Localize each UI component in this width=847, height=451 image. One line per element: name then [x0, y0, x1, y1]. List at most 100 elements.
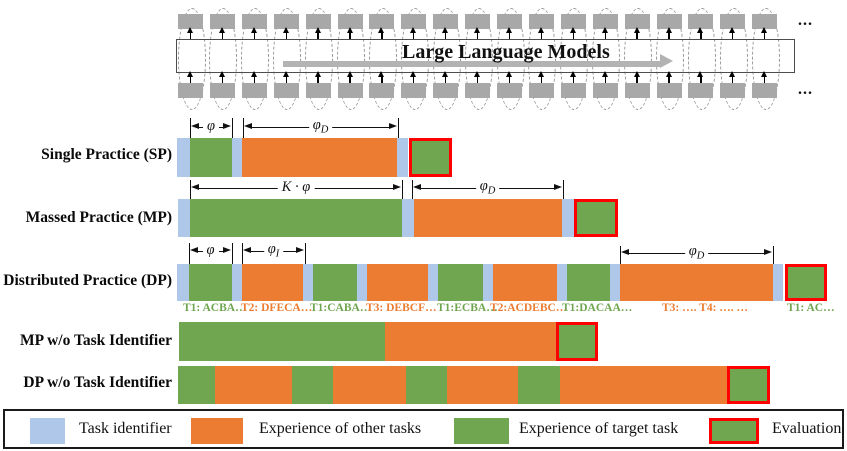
task-identifier-segment: [177, 138, 190, 177]
loop-ellipse: [432, 8, 461, 110]
arrow-shaft: [476, 32, 479, 39]
row-label-sp: Single Practice (SP): [41, 146, 172, 163]
task-identifier-segment: [357, 264, 367, 301]
target-task-segment: [313, 264, 357, 301]
arrow-shaft: [572, 32, 574, 39]
task-identifier-segment: [557, 264, 567, 301]
arrow-left-icon: [244, 123, 252, 129]
arrow-shaft: [445, 76, 447, 83]
arrow-shaft: [317, 32, 319, 39]
task-identifier-segment: [232, 264, 242, 301]
other-task-segment: [242, 264, 303, 301]
arrow-up-icon: [474, 71, 481, 77]
token-bottom: [273, 83, 299, 98]
arrow-shaft: [285, 32, 287, 39]
arrow-right-icon: [393, 184, 401, 190]
other-task-segment: [560, 366, 727, 404]
token-bottom: [688, 83, 714, 98]
token-bottom: [241, 83, 267, 98]
annotation-tick: [402, 180, 404, 199]
arrow-shaft: [413, 32, 415, 39]
arrow-shaft: [700, 32, 702, 39]
arrow-up-icon: [218, 27, 225, 33]
annotation-label: φ: [202, 117, 220, 135]
arrow-shaft: [572, 76, 574, 83]
annotation-tick: [232, 243, 234, 264]
row-label-mp-wo: MP w/o Task Identifier: [19, 332, 172, 349]
target-task-segment: [567, 264, 610, 301]
loop-ellipse: [560, 8, 589, 110]
token-top: [560, 14, 586, 29]
task-sequence-label: T3: DEBCF…: [366, 302, 437, 314]
arrow-shaft: [700, 76, 702, 83]
arrow-right-icon: [764, 249, 772, 255]
annotation-tick: [242, 243, 244, 264]
token-bottom: [497, 83, 522, 98]
arrow-up-icon: [442, 71, 449, 77]
annotation-tick: [305, 243, 307, 264]
annotation-label: φD: [475, 177, 500, 197]
arrow-shaft: [381, 32, 383, 39]
loop-ellipse: [592, 8, 621, 110]
token-bottom: [369, 83, 395, 98]
arrow-up-icon: [697, 27, 704, 33]
llm-box: [176, 39, 795, 73]
arrow-up-icon: [665, 71, 672, 77]
arrow-up-icon: [410, 71, 417, 77]
row-label-mp: Massed Practice (MP): [25, 209, 172, 226]
annotation-tick: [620, 246, 622, 264]
arrow-right-icon: [223, 123, 231, 129]
arrow-up-icon: [378, 27, 385, 33]
arrow-shaft: [476, 76, 479, 83]
arrow-up-icon: [697, 71, 704, 77]
token-top: [465, 14, 491, 29]
arrow-left-icon: [621, 249, 629, 255]
annotation-tick: [190, 180, 192, 199]
token-bottom: [656, 83, 682, 98]
loop-ellipse: [400, 8, 429, 110]
task-sequence-label: T2: DFECA…: [241, 302, 313, 314]
other-task-segment: [367, 264, 428, 301]
arrow-shaft: [508, 32, 511, 39]
arrow-up-icon: [378, 71, 385, 77]
task-sequence-label: T3: …. T4: …. …: [662, 302, 749, 314]
annotation-tick: [232, 118, 234, 138]
evaluation-box: [574, 199, 618, 237]
loop-ellipse: [337, 8, 365, 110]
arrow-up-icon: [506, 27, 512, 33]
arrow-shaft: [764, 32, 766, 39]
arrow-up-icon: [346, 27, 353, 33]
arrow-shaft: [221, 76, 224, 83]
loop-ellipse: [305, 8, 334, 110]
target-task-segment: [518, 366, 560, 404]
token-bottom: [592, 83, 618, 98]
annotation-tick: [190, 118, 192, 138]
task-sequence-label: T2:ACDEBC…: [490, 302, 568, 314]
arrow-up-icon: [761, 71, 768, 77]
token-top: [178, 14, 203, 29]
target-task-segment: [178, 366, 215, 404]
loop-ellipse: [751, 8, 780, 110]
arrow-shaft: [732, 76, 734, 83]
loop-ellipse: [687, 8, 716, 110]
row-label-dp: Distributed Practice (DP): [3, 272, 172, 289]
arrow-shaft: [253, 76, 255, 83]
arrow-up-icon: [474, 27, 481, 33]
arrow-shaft: [253, 32, 255, 39]
arrow-shaft: [349, 76, 351, 83]
target-task-segment: [190, 138, 232, 177]
arrow-left-icon: [191, 184, 199, 190]
task-identifier-segment: [402, 199, 414, 237]
arrow-shaft: [285, 76, 287, 83]
arrow-shaft: [445, 32, 447, 39]
token-bottom: [178, 83, 203, 98]
arrow-shaft: [668, 76, 670, 83]
loop-ellipse: [273, 8, 302, 110]
arrow-shaft: [413, 76, 415, 83]
annotation-label: φI: [263, 240, 284, 260]
task-identifier-segment: [178, 199, 190, 237]
task-identifier-segment: [428, 264, 438, 301]
arrow-up-icon: [761, 27, 768, 33]
task-identifier-segment: [773, 264, 783, 301]
